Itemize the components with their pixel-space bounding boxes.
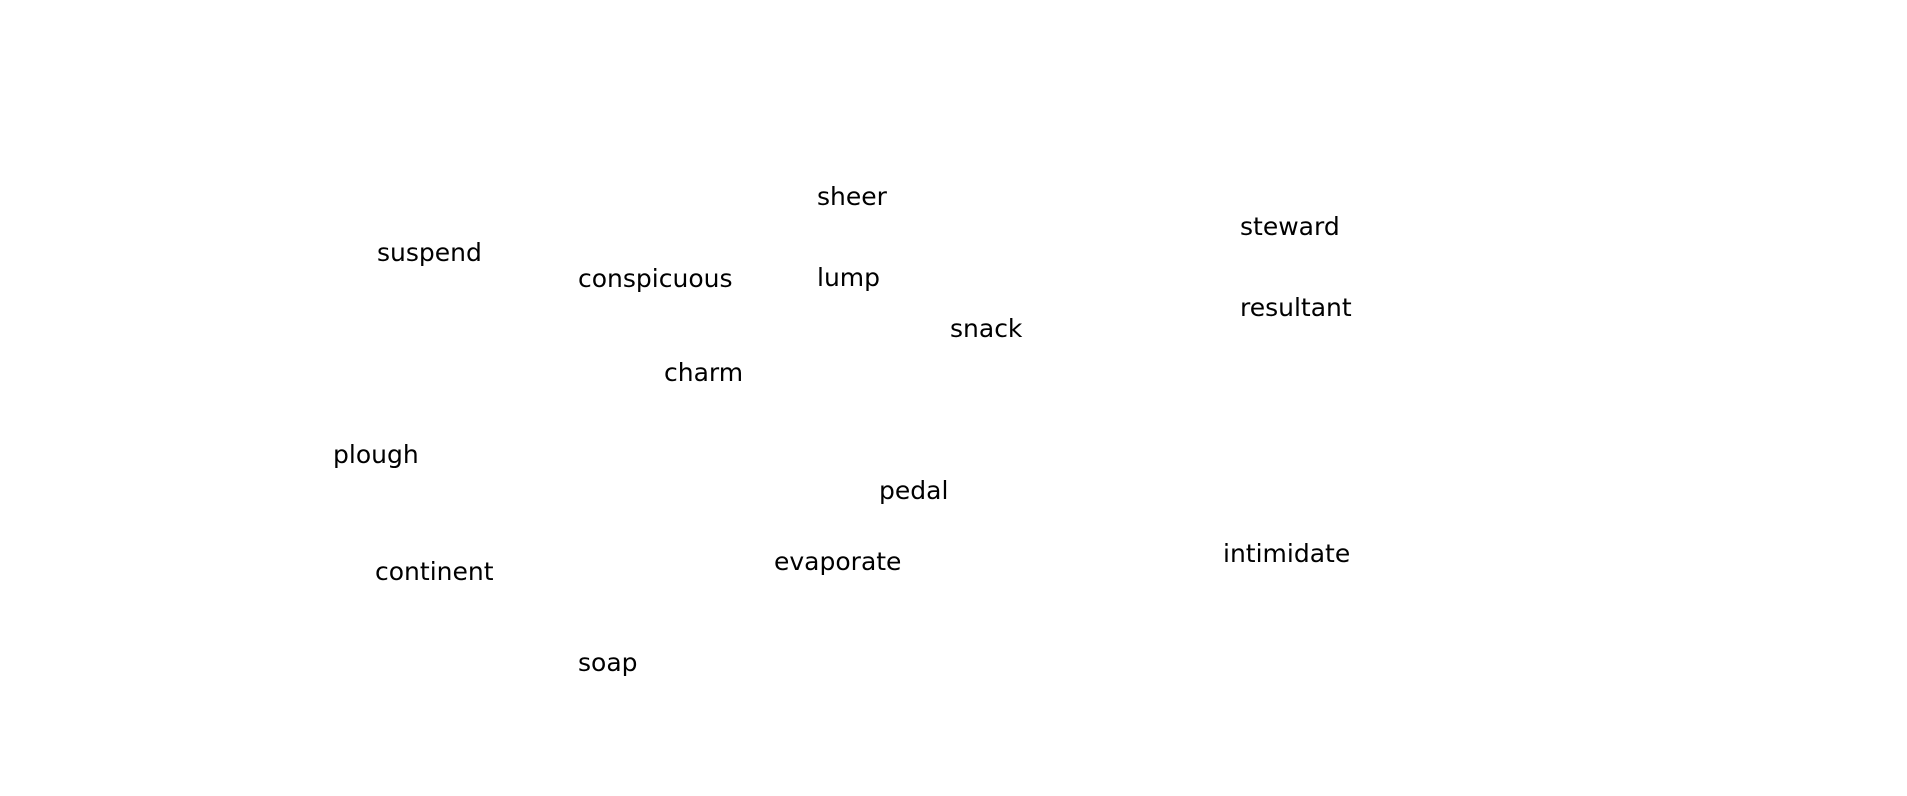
word-conspicuous: conspicuous <box>578 264 733 293</box>
word-sheer: sheer <box>817 182 887 211</box>
word-lump: lump <box>817 263 881 292</box>
word-continent: continent <box>375 557 494 586</box>
word-intimidate: intimidate <box>1223 539 1351 568</box>
word-soap: soap <box>578 648 638 677</box>
word-pedal: pedal <box>879 476 949 505</box>
word-plough: plough <box>333 440 419 469</box>
word-evaporate: evaporate <box>774 547 902 576</box>
word-resultant: resultant <box>1240 293 1352 322</box>
word-snack: snack <box>950 314 1023 343</box>
word-charm: charm <box>664 358 744 387</box>
word-steward: steward <box>1240 212 1340 241</box>
word-suspend: suspend <box>377 238 482 267</box>
